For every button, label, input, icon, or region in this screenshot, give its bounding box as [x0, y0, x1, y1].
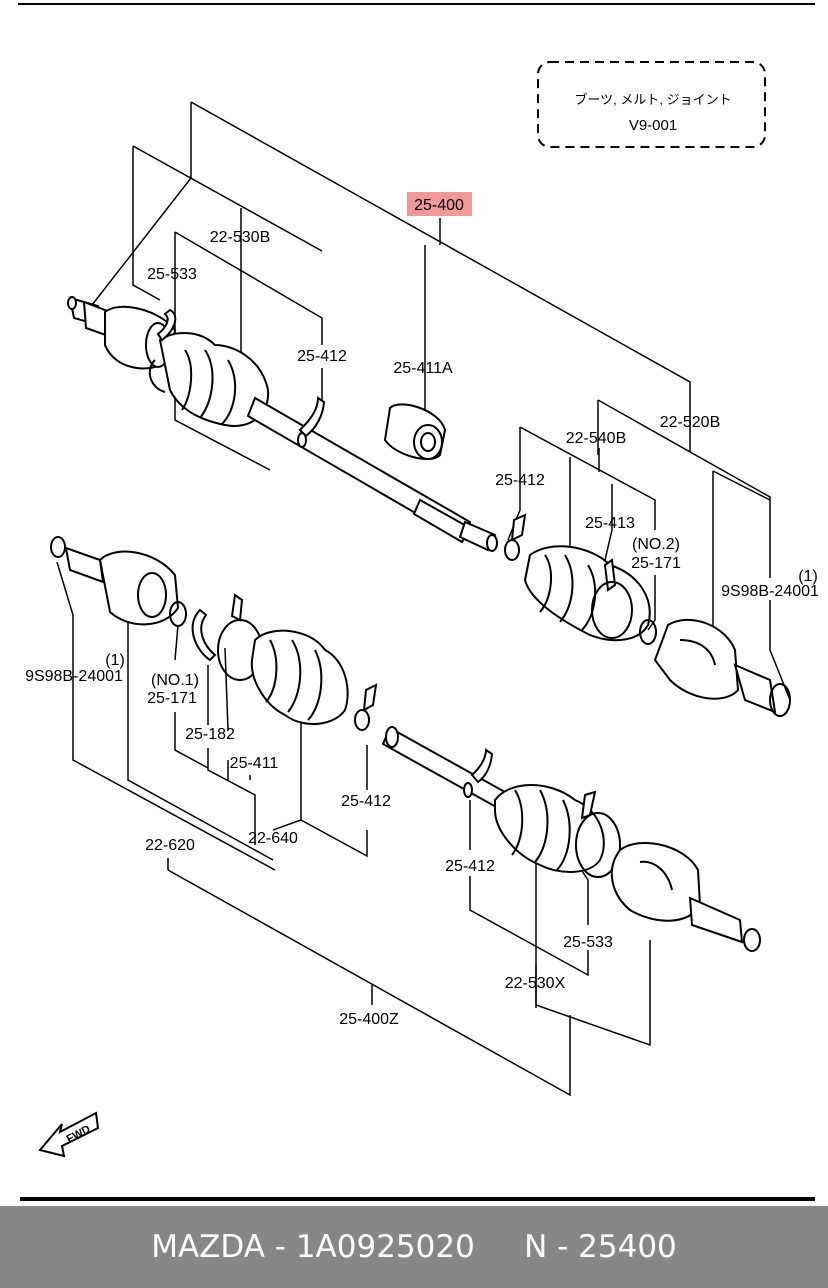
label-22-620: 22-620 — [145, 837, 195, 854]
label-25-533-bottom: 25-533 — [563, 934, 613, 951]
note-line2: V9-001 — [629, 117, 677, 134]
lower-shaft-assembly — [50, 536, 761, 952]
label-25-412-b: 25-412 — [495, 472, 545, 489]
label-25-400z: 25-400Z — [339, 1011, 399, 1028]
label-no2: (NO.2) — [632, 536, 680, 553]
label-9s98b-left: 9S98B-24001 — [25, 668, 123, 685]
label-25-171-left: 25-171 — [147, 690, 197, 707]
part-labels: 25-400 22-530B 25-533 25-412 25-411A 22-… — [25, 197, 819, 1028]
label-qty-left: (1) — [105, 652, 125, 669]
upper-shaft-assembly — [67, 296, 791, 717]
label-25-411: 25-411 — [230, 755, 279, 772]
label-25-171-right: 25-171 — [631, 555, 681, 572]
label-22-530b: 22-530B — [210, 229, 271, 246]
label-qty-right: (1) — [798, 568, 818, 585]
label-25-412-c: 25-412 — [341, 793, 391, 810]
label-25-412-d: 25-412 — [445, 858, 495, 875]
label-no1: (NO.1) — [151, 672, 199, 689]
footer-bar: MAZDA - 1A0925020 N - 25400 — [0, 1206, 828, 1288]
label-25-413: 25-413 — [585, 515, 635, 532]
label-25-182: 25-182 — [185, 726, 235, 743]
note-box: ブーツ, メルト, ジョイント V9-001 — [537, 61, 766, 148]
label-25-412-a: 25-412 — [297, 348, 347, 365]
label-25-400: 25-400 — [414, 197, 464, 214]
label-22-520b: 22-520B — [660, 414, 721, 431]
leader-lines — [56, 101, 791, 1097]
footer-text: MAZDA - 1A0925020 N - 25400 — [151, 1229, 677, 1265]
label-9s98b-right: 9S98B-24001 — [721, 583, 819, 600]
exploded-drive-shaft-diagram: ブーツ, メルト, ジョイント V9-001 — [18, 3, 819, 1201]
label-25-411a: 25-411A — [393, 360, 453, 377]
label-22-540b: 22-540B — [566, 430, 627, 447]
label-22-530x: 22-530X — [505, 975, 566, 992]
fwd-arrow-icon: FWD — [38, 1111, 100, 1158]
part-number-highlight — [407, 192, 472, 216]
note-line1: ブーツ, メルト, ジョイント — [574, 92, 731, 107]
label-25-533-top: 25-533 — [147, 266, 197, 283]
label-22-640: 22-640 — [248, 830, 298, 847]
